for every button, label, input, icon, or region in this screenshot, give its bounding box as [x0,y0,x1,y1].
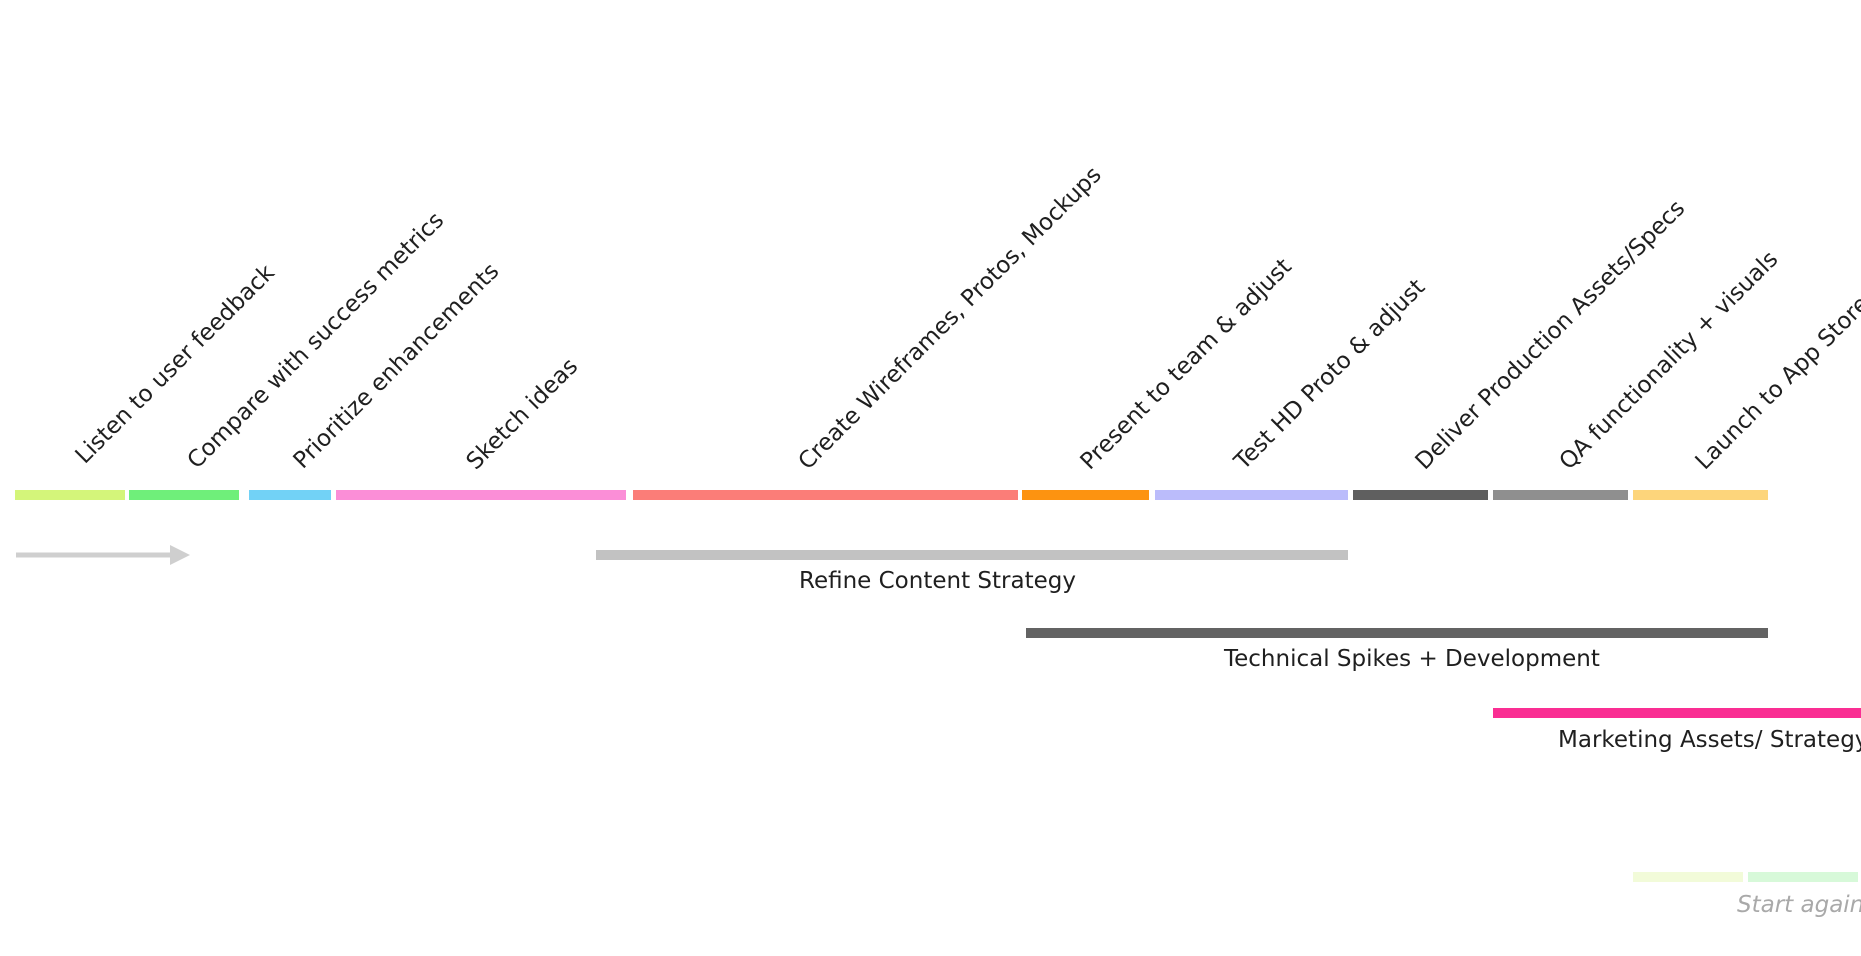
phase-bar-sketch [336,490,626,500]
phase-label-prioritize: Prioritize enhancements [288,258,505,474]
track-bar-content-strategy [596,550,1348,560]
phase-label-deliver: Deliver Production Assets/Specs [1410,195,1691,475]
phase-label-wireframes: Create Wireframes, Protos, Mockups [793,161,1107,475]
restart-bar-2 [1748,872,1858,882]
phase-bar-wireframes [633,490,1018,500]
track-label-content-strategy: Refine Content Strategy [799,568,1076,594]
phase-bar-test [1155,490,1348,500]
track-bar-marketing [1493,708,1861,718]
track-bar-technical [1026,628,1768,638]
phase-label-sketch: Sketch ideas [461,353,584,475]
restart-label: Start again [1737,892,1861,918]
phase-bar-listen [15,490,125,500]
phase-bar-qa [1493,490,1628,500]
phase-bar-compare [129,490,239,500]
restart-bar-1 [1633,872,1743,882]
track-label-technical: Technical Spikes + Development [1224,646,1600,672]
phase-bar-present [1022,490,1149,500]
track-label-marketing: Marketing Assets/ Strategy [1558,727,1861,753]
arrow-right-icon [16,545,190,565]
phase-label-listen: Listen to user feedback [70,259,280,469]
phase-bar-prioritize [249,490,331,500]
phase-bar-launch [1633,490,1768,500]
phase-bar-deliver [1353,490,1488,500]
